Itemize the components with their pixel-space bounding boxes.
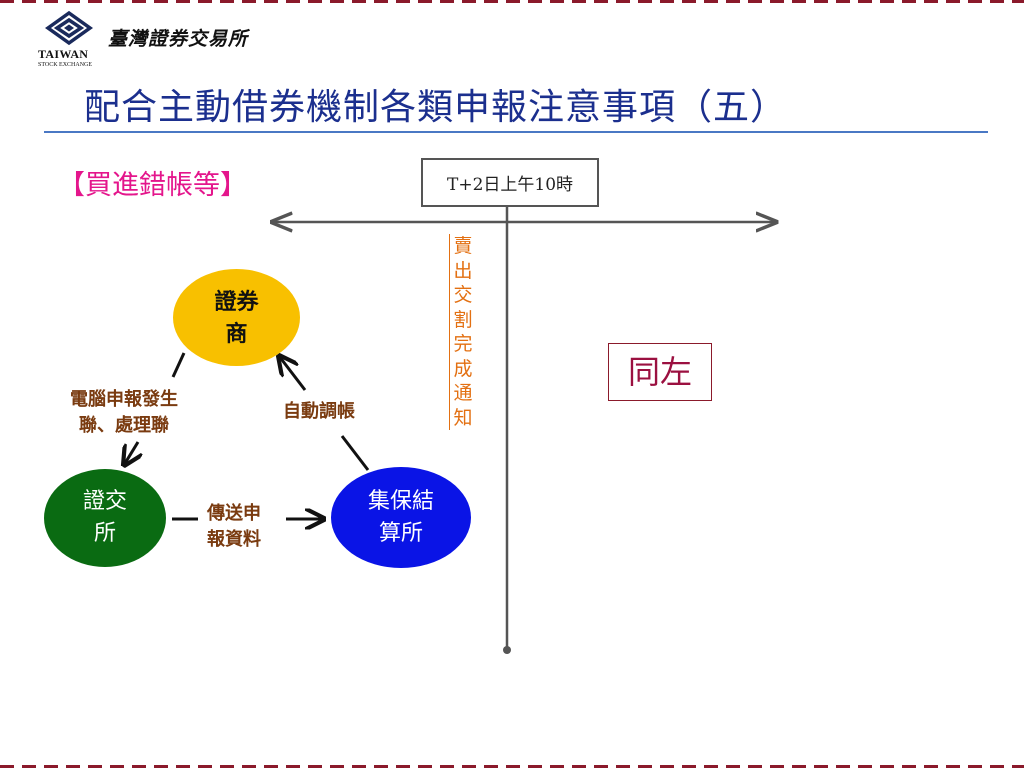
twse-logo-mark-icon [44,10,94,46]
logo-text-stock-exchange: STOCK EXCHANGE [38,62,93,68]
node-depository-clearing: 集保結 算所 [331,467,471,568]
edge-broker-exchange-arrow [124,441,138,465]
top-dashed-border [0,0,1024,3]
edge-broker-exchange-upper [171,352,186,378]
edge-label-exchange-tdcc-line1: 傳送申 [207,503,261,524]
edge-label-exchange-tdcc: 傳送申 報資料 [207,501,261,553]
node-tdcc-line2: 算所 [378,520,423,546]
edge-label-tdcc-broker: 自動調帳 [283,401,355,422]
node-broker-line1: 證券 [214,288,259,315]
edge-label-broker-exchange: 電腦申報發生 聯、處理聯 [70,387,178,439]
node-tdcc-line1: 集保結 [367,488,434,514]
edge-label-broker-exchange-line1: 電腦申報發生 [70,389,178,410]
node-exchange-line2: 所 [93,521,116,546]
edge-tdcc-broker-lower [340,435,370,471]
edge-label-exchange-tdcc-line2: 報資料 [207,529,261,550]
node-stock-exchange: 證交 所 [44,469,166,567]
title-divider [44,131,988,133]
edge-label-broker-exchange-line2: 聯、處理聯 [79,415,169,436]
node-securities-broker: 證券 商 [173,269,300,366]
node-exchange-line1: 證交 [82,489,127,514]
settlement-notice-label: 賣出交割完成通知 [449,234,476,430]
edge-tdcc-broker-arrow [279,356,307,391]
twse-logo: TAIWAN STOCK EXCHANGE [36,10,106,70]
category-label: 【買進錯帳等】 [58,170,247,201]
page-title: 配合主動借券機制各類申報注意事項（五） [84,87,788,128]
same-as-left-box: 同左 [608,343,712,401]
time-marker-box: T+2日上午10時 [421,158,599,207]
node-broker-line2: 商 [225,320,248,347]
bottom-dashed-border [0,765,1024,768]
org-name: 臺灣證券交易所 [108,28,249,50]
logo-text-taiwan: TAIWAN [38,47,89,61]
time-marker-end-dot [503,646,511,654]
